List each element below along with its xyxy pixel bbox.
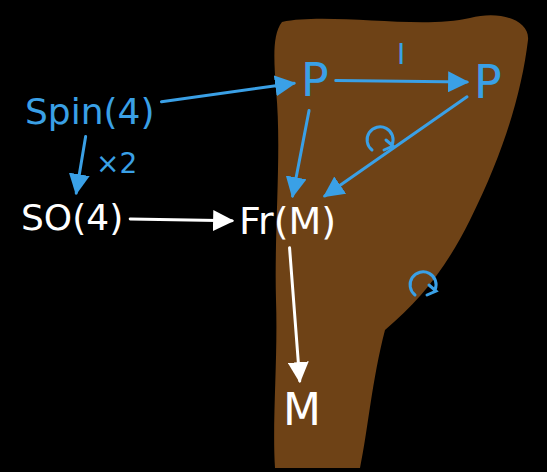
- diagram-object: SO(4): [17, 196, 127, 240]
- object-label: Spin(4): [25, 92, 155, 132]
- commute-symbol: [367, 127, 436, 295]
- object-label: SO(4): [21, 198, 123, 238]
- object-label: P: [301, 55, 329, 106]
- arrow-label: ×2: [96, 149, 137, 180]
- morphism-arrow: [336, 81, 467, 83]
- morphism-arrow: [325, 97, 467, 196]
- morphism-arrow: [76, 137, 85, 193]
- diagram-object: Spin(4): [21, 90, 159, 134]
- diagram-object: P: [297, 53, 333, 108]
- diagram-object: M: [279, 384, 325, 436]
- diagram-object: Fr(M): [235, 199, 340, 245]
- arrow-label: I: [397, 40, 405, 71]
- object-label: M: [283, 386, 321, 434]
- diagram-object: P: [470, 55, 506, 110]
- object-label: P: [474, 57, 502, 108]
- morphism-arrow: [293, 111, 309, 196]
- object-label: Fr(M): [239, 201, 336, 243]
- morphism-arrow: [290, 248, 300, 381]
- morphism-arrow: [130, 219, 232, 221]
- morphism-arrow: [162, 83, 294, 102]
